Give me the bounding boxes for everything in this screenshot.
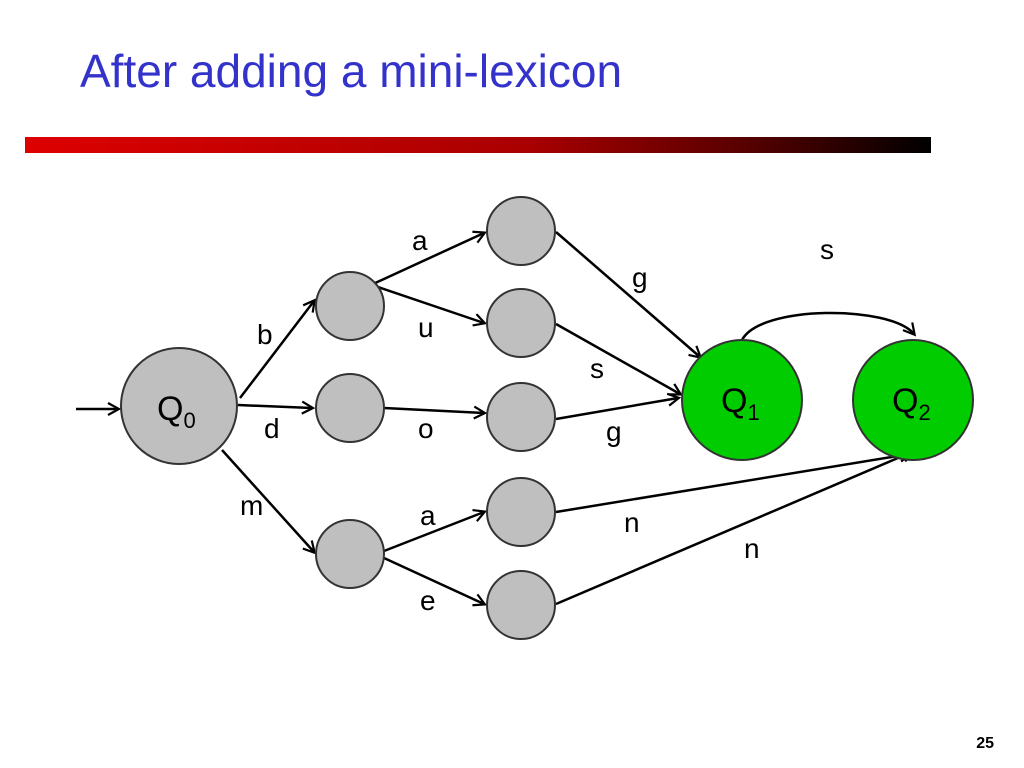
edge-bu-q1	[555, 322, 680, 394]
state-bu	[486, 288, 556, 358]
state-q0-label: Q0	[157, 390, 196, 433]
edge-label-plural-s: s	[820, 234, 834, 265]
slide-number: 25	[976, 735, 994, 752]
edge-d1-do	[383, 408, 484, 413]
edge-label-do: o	[418, 413, 434, 444]
title-divider-bar	[25, 137, 931, 153]
state-q1-label: Q1	[721, 382, 760, 425]
state-b	[315, 271, 385, 341]
edge-label-b: b	[257, 319, 273, 350]
state-do	[486, 382, 556, 452]
edge-label-dog: g	[606, 416, 622, 447]
edge-ma-q2	[555, 454, 910, 514]
state-ba	[486, 196, 556, 266]
state-m	[315, 519, 385, 589]
edge-b1-ba	[372, 233, 484, 286]
edge-label-ma: a	[420, 500, 436, 531]
edge-m1-ma	[383, 512, 484, 553]
edge-me-q2	[555, 452, 912, 606]
edge-label-man: n	[624, 507, 640, 538]
nodes	[120, 196, 974, 640]
edge-q0-m1	[221, 449, 314, 552]
edge-label-bus: s	[590, 353, 604, 384]
state-ma	[486, 477, 556, 547]
edge-label-men: n	[744, 533, 760, 564]
state-q2-label: Q2	[892, 382, 931, 425]
edge-q0-b1	[239, 301, 314, 399]
edge-label-bag: g	[632, 262, 648, 293]
slide-title: After adding a mini-lexicon	[80, 45, 623, 97]
state-q1	[681, 339, 803, 461]
edge-ba-q1	[555, 231, 700, 357]
state-me	[486, 570, 556, 640]
edge-do-q1	[555, 398, 678, 421]
state-q0	[120, 347, 238, 465]
state-d	[315, 373, 385, 443]
edge-q0-d1	[237, 405, 312, 408]
state-q2	[852, 339, 974, 461]
edge-label-ba: a	[412, 225, 428, 256]
edge-label-m: m	[240, 490, 263, 521]
edge-label-d: d	[264, 413, 280, 444]
edge-label-me: e	[420, 585, 436, 616]
edge-b1-bu	[374, 284, 484, 323]
edge-label-bu: u	[418, 312, 434, 343]
edge-q1-q2	[740, 311, 914, 341]
edge-m1-me	[383, 556, 484, 604]
edges	[221, 231, 914, 606]
